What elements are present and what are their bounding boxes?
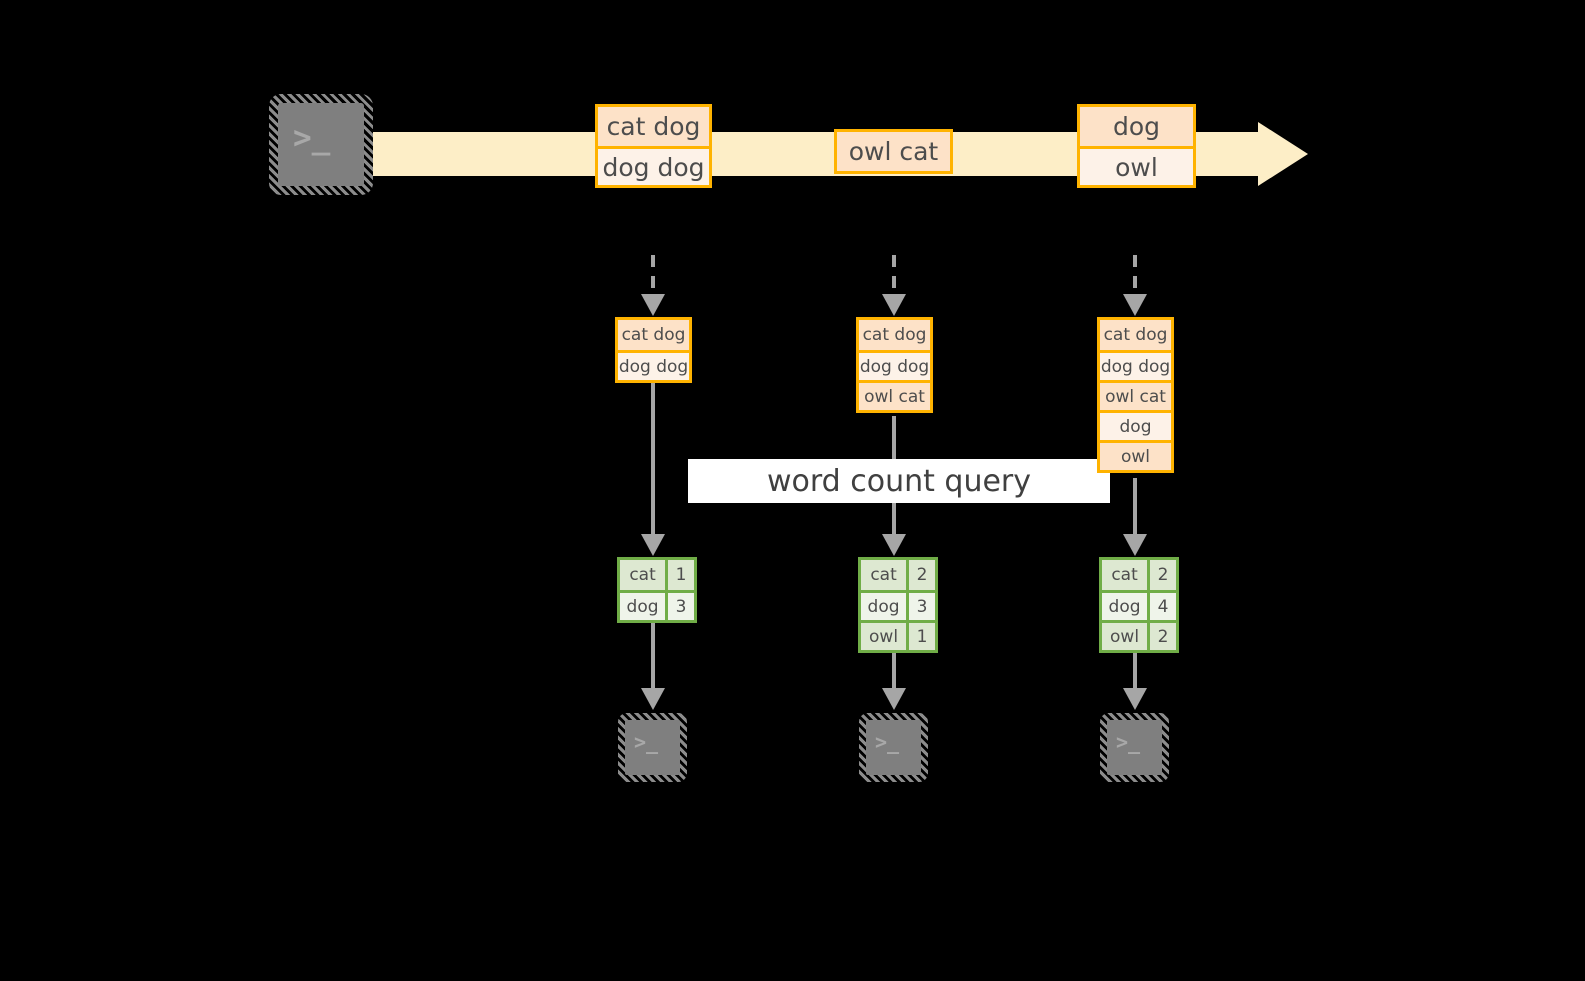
batch-box-1: cat dog dog dog: [615, 317, 692, 383]
query-line-1: [651, 383, 655, 538]
terminal-sink-1[interactable]: >_: [618, 713, 687, 782]
result-table-1: cat 1 dog 3: [617, 557, 697, 623]
trigger-arrowhead-icon-2: [882, 294, 906, 316]
batch-row: dog dog: [859, 350, 930, 380]
batch-row: owl: [1100, 440, 1171, 470]
result-count: 1: [906, 623, 935, 650]
result-word: dog: [1102, 593, 1148, 620]
result-count: 2: [1147, 623, 1176, 650]
result-word: owl: [861, 623, 907, 650]
stream-event-line: dog: [1080, 107, 1193, 146]
batch-box-3: cat dog dog dog owl cat dog owl: [1097, 317, 1174, 473]
table-row: dog 3: [861, 590, 935, 620]
trigger-dashed-line-2: [892, 255, 896, 297]
result-count: 3: [906, 593, 935, 620]
query-arrowhead-icon-1: [641, 534, 665, 556]
table-row: cat 1: [620, 560, 694, 590]
stream-event-1: cat dog dog dog: [595, 104, 712, 188]
batch-row: dog: [1100, 410, 1171, 440]
trigger-dashed-line-1: [651, 255, 655, 297]
table-row: cat 2: [1102, 560, 1176, 590]
stream-event-line: cat dog: [598, 107, 709, 146]
batch-row: cat dog: [618, 320, 689, 350]
sink-line-1: [651, 623, 655, 692]
result-table-3: cat 2 dog 4 owl 2: [1099, 557, 1179, 653]
result-count: 2: [906, 560, 935, 590]
terminal-prompt-icon: >_: [293, 120, 331, 156]
terminal-prompt-icon: >_: [875, 730, 900, 754]
batch-row: cat dog: [859, 320, 930, 350]
batch-row: owl cat: [1100, 380, 1171, 410]
result-table-2: cat 2 dog 3 owl 1: [858, 557, 938, 653]
terminal-sink-3[interactable]: >_: [1100, 713, 1169, 782]
terminal-prompt-icon: >_: [634, 730, 659, 754]
batch-row: owl cat: [859, 380, 930, 410]
sink-line-2: [892, 653, 896, 692]
query-arrowhead-icon-3: [1123, 534, 1147, 556]
result-count: 2: [1147, 560, 1176, 590]
trigger-dashed-line-3: [1133, 255, 1137, 297]
batch-row: dog dog: [1100, 350, 1171, 380]
trigger-arrowhead-icon-1: [641, 294, 665, 316]
batch-box-2: cat dog dog dog owl cat: [856, 317, 933, 413]
result-word: owl: [1102, 623, 1148, 650]
stream-event-2: owl cat: [834, 129, 953, 174]
stream-arrowhead-icon: [1258, 122, 1308, 186]
result-word: cat: [1102, 560, 1148, 590]
terminal-sink-2[interactable]: >_: [859, 713, 928, 782]
result-count: 3: [665, 593, 694, 620]
result-count: 1: [665, 560, 694, 590]
query-label: word count query: [688, 459, 1110, 503]
result-count: 4: [1147, 593, 1176, 620]
batch-row: dog dog: [618, 350, 689, 380]
sink-arrowhead-icon-1: [641, 688, 665, 710]
sink-arrowhead-icon-2: [882, 688, 906, 710]
stream-event-line: dog dog: [598, 146, 709, 185]
stream-event-line: owl cat: [837, 132, 950, 171]
sink-arrowhead-icon-3: [1123, 688, 1147, 710]
stream-event-3: dog owl: [1077, 104, 1196, 188]
result-word: cat: [861, 560, 907, 590]
terminal-prompt-icon: >_: [1116, 730, 1141, 754]
table-row: owl 1: [861, 620, 935, 650]
trigger-arrowhead-icon-3: [1123, 294, 1147, 316]
table-row: owl 2: [1102, 620, 1176, 650]
batch-row: cat dog: [1100, 320, 1171, 350]
table-row: dog 3: [620, 590, 694, 620]
result-word: dog: [861, 593, 907, 620]
sink-line-3: [1133, 653, 1137, 692]
result-word: cat: [620, 560, 666, 590]
table-row: cat 2: [861, 560, 935, 590]
query-line-3: [1133, 478, 1137, 538]
terminal-source[interactable]: >_: [269, 94, 373, 195]
table-row: dog 4: [1102, 590, 1176, 620]
query-arrowhead-icon-2: [882, 534, 906, 556]
result-word: dog: [620, 593, 666, 620]
stream-event-line: owl: [1080, 146, 1193, 185]
